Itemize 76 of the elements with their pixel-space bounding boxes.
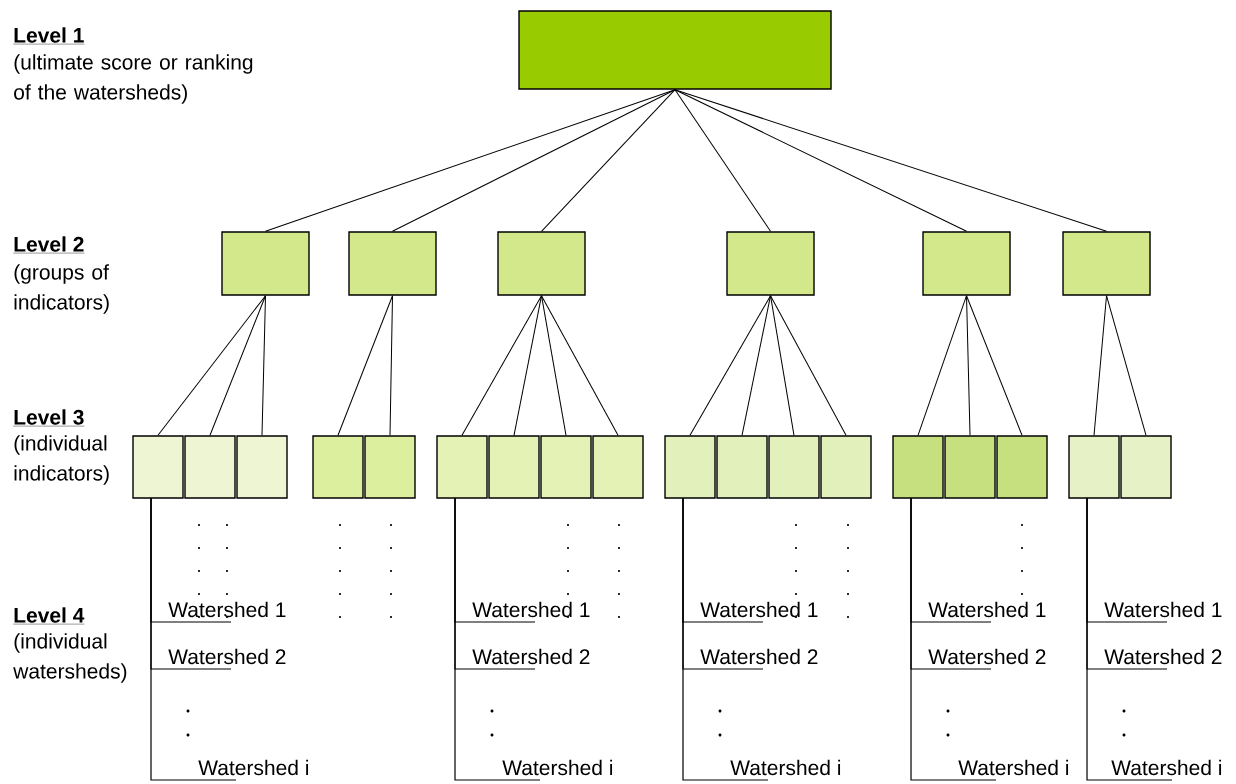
level-description: (individual watersheds) [13,633,127,683]
connector-line [966,295,1023,436]
connector-line [917,295,967,436]
level-description: (groups of indicators) [14,264,109,314]
connector-line [389,295,393,436]
indicator-box [892,435,944,499]
watershed-label: Watershed 2 [700,648,818,665]
connector-line [454,497,541,781]
watershed-label: Watershed 1 [1104,601,1222,618]
indicator-box [768,435,820,499]
indicator-box [312,435,364,499]
indicator-box [944,435,996,499]
connector-line [1093,295,1107,436]
connector-line [689,295,771,436]
watershed-label: Watershed 2 [472,648,590,665]
level-heading: Level 4 [13,607,85,625]
watershed-label: Watershed 2 [168,648,286,665]
level-heading: Level 2 [13,236,85,254]
indicator-box [592,435,644,499]
connector-line [674,89,771,232]
indicator-box [716,435,768,499]
indicator-box [497,231,586,296]
connector-line [392,89,676,232]
watershed-label: Watershed 2 [1104,648,1222,665]
indicator-box [922,231,1011,296]
watershed-label: Watershed 1 [700,601,818,618]
indicator-box [436,435,488,499]
connector-line [910,497,997,781]
connector-line [541,89,676,232]
connector-line [682,497,769,781]
watershed-label: Watershed 1 [472,601,590,618]
connector-line [150,497,237,781]
indicator-box [221,231,310,296]
watershed-label: Watershed i [502,759,613,776]
indicator-box [820,435,872,499]
indicator-box [132,435,184,499]
connector-line [337,295,393,436]
connector-line [770,295,795,436]
level-heading: Level 1 [13,27,85,45]
indicator-box [540,435,592,499]
indicator-box [664,435,716,499]
watershed-label: Watershed i [198,759,308,776]
indicator-box [184,435,236,499]
indicator-box [236,435,288,499]
watershed-label: Watershed i [958,759,1069,776]
connector-line [1106,295,1147,436]
watershed-label: Watershed 2 [928,648,1046,665]
watershed-label: Watershed i [1111,759,1222,776]
connector-line [770,295,847,436]
watershed-label: Watershed 1 [928,601,1046,618]
connector-line [741,295,771,436]
connector-line [461,295,542,436]
connector-line [261,295,266,436]
indicator-box [518,10,832,90]
indicator-box [1068,435,1120,499]
connector-line [541,295,619,436]
connector-line [209,295,266,436]
indicator-box [364,435,416,499]
connector-line [157,295,266,436]
watershed-label: Watershed 1 [168,601,286,618]
indicator-box [726,231,815,296]
level-heading: Level 3 [13,409,85,427]
indicator-box [996,435,1048,499]
indicator-box [1062,231,1151,296]
connector-line [541,295,567,436]
connector-line [513,295,542,436]
indicator-box [488,435,540,499]
indicator-box [1120,435,1172,499]
connector-line [674,89,967,232]
level-description: (individual indicators) [14,435,109,485]
connector-line [1086,497,1173,781]
indicator-box [348,231,437,296]
connector-line [674,89,1107,232]
connector-line [966,295,971,436]
level-description: (ultimate score or ranking of the watersheds) [14,54,253,104]
watershed-label: Watershed i [730,759,841,776]
